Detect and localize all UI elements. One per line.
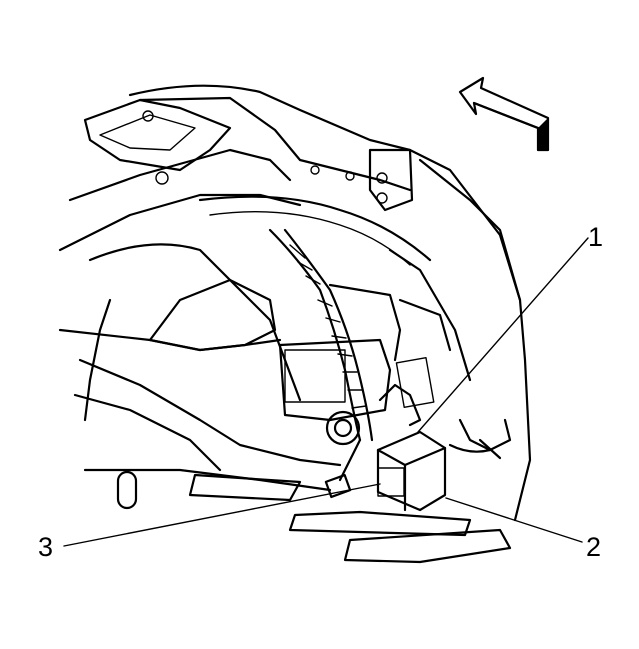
callout-2-label: 2 bbox=[586, 532, 601, 562]
trunk-floor bbox=[58, 243, 512, 564]
rear-body-structure bbox=[58, 84, 532, 522]
front-direction-arrow-icon bbox=[458, 76, 550, 152]
callout-1-leader bbox=[417, 237, 589, 433]
callout-3-leader bbox=[63, 483, 381, 547]
module-cover bbox=[376, 430, 447, 512]
callout-1-label: 1 bbox=[588, 222, 603, 252]
wiring-harness bbox=[268, 228, 492, 499]
callout-3-label: 3 bbox=[38, 532, 53, 562]
callout-2-leader bbox=[445, 497, 583, 543]
